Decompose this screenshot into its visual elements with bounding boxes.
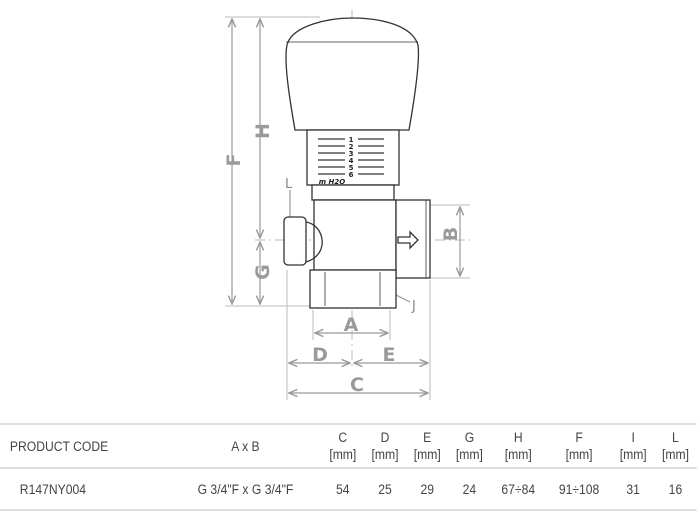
valve-cap bbox=[285, 17, 420, 131]
header-c: C[mm] bbox=[321, 423, 364, 469]
header-product-code: PRODUCT CODE bbox=[0, 423, 170, 469]
header-axb: A x B bbox=[169, 423, 322, 469]
label-H: H bbox=[252, 123, 274, 139]
valve-technical-drawing: 1 2 3 4 5 6 m H2O F H G B A D E C L J bbox=[223, 10, 470, 400]
label-L: L bbox=[285, 177, 293, 192]
cell-d: 25 bbox=[363, 468, 407, 511]
label-G: G bbox=[252, 264, 274, 280]
header-l: L[mm] bbox=[654, 423, 697, 469]
scale-mark: 1 bbox=[349, 136, 354, 144]
cell-g: 24 bbox=[448, 468, 491, 511]
cell-c: 54 bbox=[321, 468, 364, 511]
scale-mark: 4 bbox=[349, 157, 354, 165]
cell-i: 31 bbox=[612, 468, 655, 511]
left-nut bbox=[283, 216, 307, 266]
header-d: D[mm] bbox=[363, 423, 407, 469]
label-B: B bbox=[440, 227, 462, 241]
cell-h: 67÷84 bbox=[490, 468, 547, 511]
valve-body bbox=[313, 199, 397, 271]
scale-mark: 5 bbox=[349, 164, 354, 172]
scale-mark: 2 bbox=[349, 143, 354, 151]
label-E: E bbox=[383, 344, 396, 366]
header-i: I[mm] bbox=[612, 423, 655, 469]
cell-axb: G 3/4"F x G 3/4"F bbox=[169, 468, 322, 511]
label-A: A bbox=[344, 314, 359, 336]
header-h: H[mm] bbox=[490, 423, 547, 469]
cell-f: 91÷108 bbox=[546, 468, 613, 511]
dimensions-table: PRODUCT CODE A x B C[mm] D[mm] E[mm] G[m… bbox=[0, 423, 697, 511]
cell-e: 29 bbox=[406, 468, 449, 511]
header-f: F[mm] bbox=[546, 423, 613, 469]
label-C: C bbox=[350, 374, 364, 396]
scale-unit: m H2O bbox=[319, 178, 345, 186]
label-J: J bbox=[411, 299, 416, 314]
cell-product-code: R147NY004 bbox=[0, 468, 170, 511]
arrow-right-icon bbox=[397, 230, 419, 250]
header-g: G[mm] bbox=[448, 423, 491, 469]
bottom-nut bbox=[309, 269, 397, 309]
scale-mark: 3 bbox=[349, 150, 354, 158]
cell-l: 16 bbox=[654, 468, 697, 511]
header-e: E[mm] bbox=[406, 423, 449, 469]
table-header-row: PRODUCT CODE A x B C[mm] D[mm] E[mm] G[m… bbox=[0, 423, 697, 469]
label-D: D bbox=[312, 344, 328, 366]
label-F: F bbox=[223, 154, 245, 167]
scale-mark: 6 bbox=[349, 171, 354, 179]
table-row: R147NY004 G 3/4"F x G 3/4"F 54 25 29 24 … bbox=[0, 468, 697, 511]
